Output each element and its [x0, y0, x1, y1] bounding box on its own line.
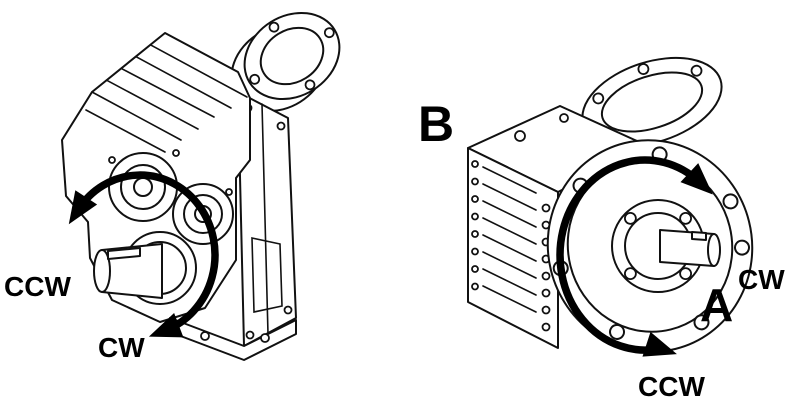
- cooling-fins: [482, 166, 537, 313]
- flange-bolt-icon: [323, 27, 335, 39]
- input-flange-icon: [230, 11, 341, 113]
- flange-bolt-icon: [249, 73, 261, 85]
- flange-bolt-icon: [268, 21, 280, 33]
- shaft-keyway: [691, 231, 707, 241]
- output-shaft-end: [93, 249, 111, 293]
- hub-bolt-icon: [679, 211, 692, 225]
- rotation-arrow-right-icon: [556, 156, 713, 357]
- cw-label-left: CW: [98, 332, 145, 363]
- shaft-keyway: [107, 247, 141, 260]
- flange-hole-icon: [722, 193, 739, 210]
- foot-bolt-icon: [260, 333, 270, 343]
- arrowhead-ccw: [642, 331, 677, 357]
- flange-bolt-icon: [690, 64, 703, 77]
- cooling-fins: [85, 44, 248, 153]
- flange-bolt-icon: [304, 79, 316, 91]
- output-shaft-icon: [659, 229, 721, 267]
- side-a-label: A: [700, 279, 733, 331]
- input-flange-bore: [259, 26, 325, 86]
- housing-bolt-icon: [559, 113, 569, 123]
- arrowhead-ccw: [68, 190, 98, 225]
- housing-plug-icon: [514, 130, 526, 142]
- housing-bolt-icon: [276, 121, 286, 131]
- flange-hole-icon: [734, 239, 751, 256]
- housing-side-column: [237, 91, 297, 347]
- side-b-label: B: [418, 96, 454, 152]
- hub-bolt-icon: [624, 267, 637, 281]
- hub-bolt-icon: [679, 267, 692, 281]
- ccw-label-left: CCW: [4, 271, 71, 302]
- arrowhead-cw: [148, 313, 184, 338]
- housing-front-face: [467, 147, 559, 349]
- flange-mounted-gearmotor-illustration: [467, 56, 754, 353]
- flange-bolt-icon: [637, 63, 650, 75]
- flange-bolt-icon: [592, 92, 605, 105]
- housing-bolt-icon: [283, 305, 293, 315]
- housing-bolt-row: [471, 160, 551, 332]
- cw-label-right: CW: [738, 264, 785, 295]
- foot-bolt-icon: [200, 331, 210, 341]
- housing-bolt-icon: [245, 330, 255, 340]
- rotation-arrow-left-icon: [68, 171, 219, 338]
- flange-hole-icon: [693, 314, 710, 331]
- rear-flange-icon: [581, 56, 723, 148]
- flange-hole-icon: [609, 323, 626, 340]
- gear-housing-box: [467, 105, 649, 349]
- cover-bolt-icon: [225, 188, 233, 196]
- cover-bolt-icon: [172, 149, 180, 157]
- ccw-label-right: CCW: [638, 371, 705, 402]
- bearing-covers: [108, 149, 234, 245]
- hub-bolt-icon: [624, 211, 637, 225]
- output-shaft-end: [707, 233, 721, 267]
- cover-bolt-icon: [108, 156, 116, 164]
- output-shaft-icon: [93, 231, 197, 305]
- arrowhead-cw: [680, 163, 713, 195]
